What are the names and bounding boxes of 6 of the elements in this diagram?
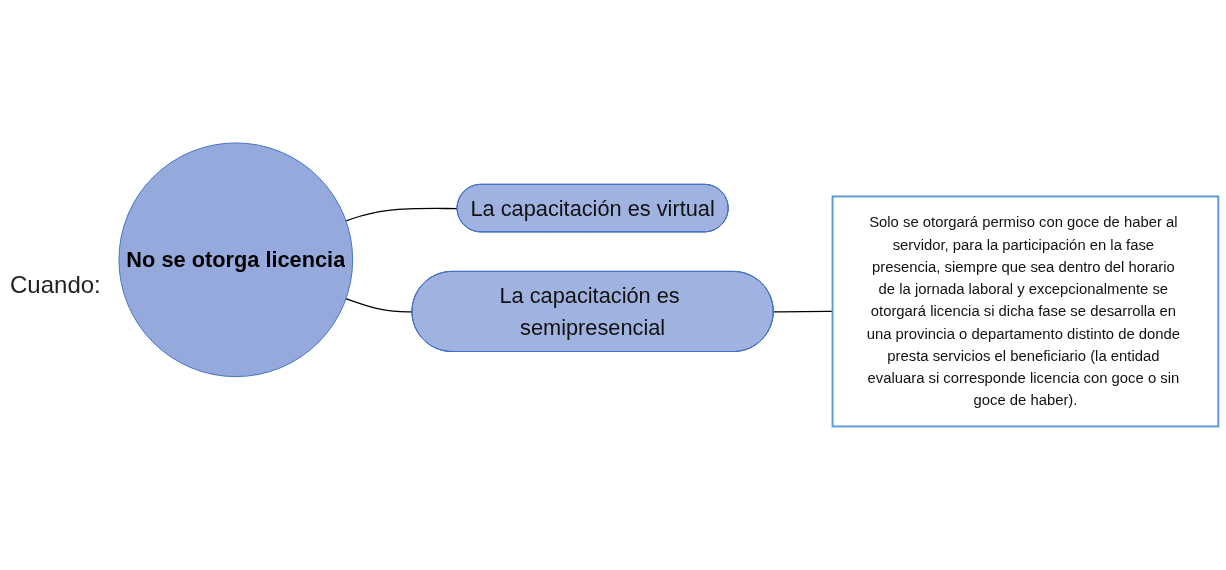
connector <box>345 208 458 222</box>
node-box: Solo se otorgará permiso con goce de haber al servidor, para la participación en la fase presencia, siempre que sea dentro del horario de la jornada laboral y excepcionalmente se otorgará licencia si dicha fase se desarrolla en una provincia o departamento distinto de donde presta servicios el beneficiario (la entidad evaluara si corresponde licencia con goce o sin goce de haber). <box>831 195 1220 428</box>
connector <box>345 298 413 313</box>
connector-caption: Cuando: <box>10 271 101 299</box>
node-circle: No se otorga licencia <box>118 142 353 378</box>
connector <box>772 311 833 313</box>
